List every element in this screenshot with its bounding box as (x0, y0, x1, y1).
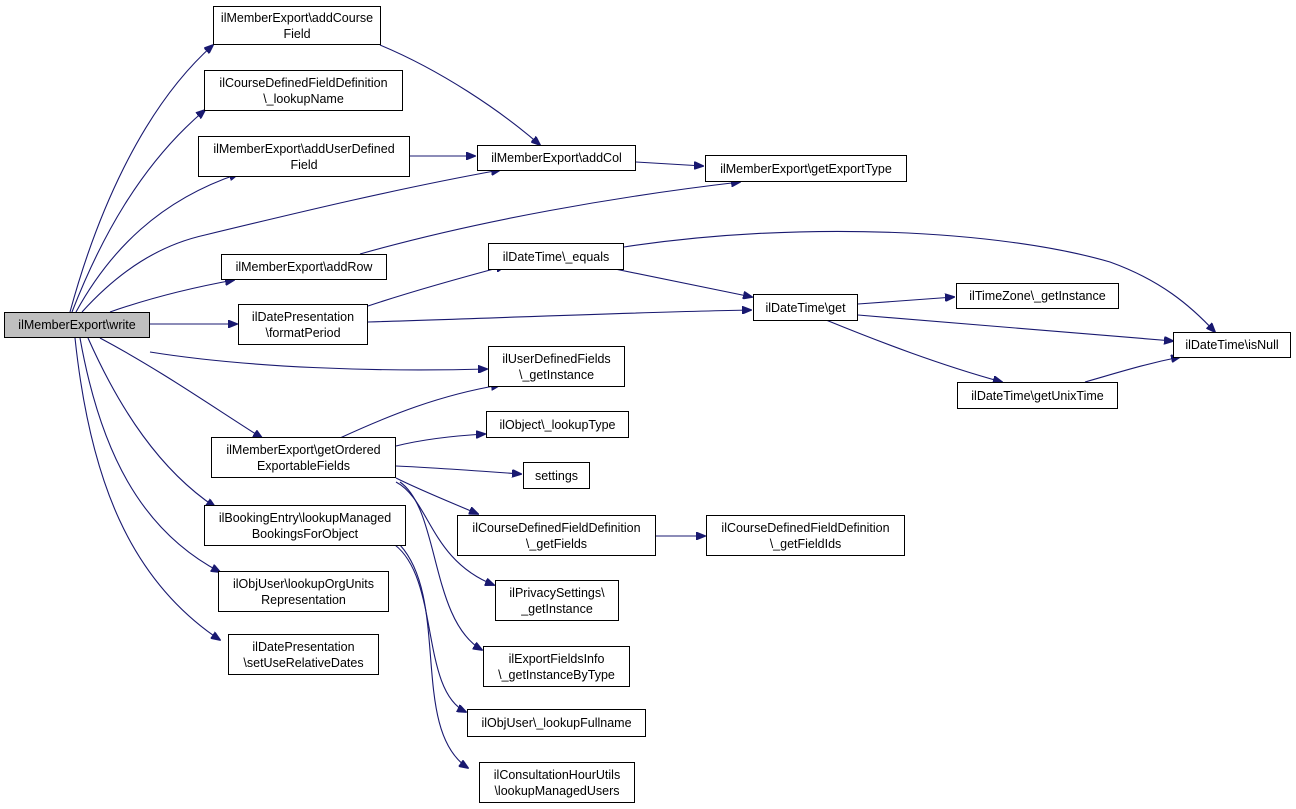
edge-getOrdered-udfGetInstance (339, 385, 500, 439)
edge-write-addCourseField (69, 45, 213, 313)
edge-dtGet-tzGetInstance (857, 297, 954, 305)
node-write[interactable]: ilMemberExport\write (4, 312, 150, 338)
edge-getOrdered-exportFields (399, 481, 482, 650)
node-label: ilDateTime\isNull (1185, 338, 1279, 352)
edge-write-getOrdered (99, 337, 262, 438)
node-label: ilExportFieldsInfo \_getInstanceByType (498, 651, 615, 682)
node-lookupFullname[interactable]: ilObjUser\_lookupFullname (467, 709, 646, 737)
edge-getOrdered-settings (395, 465, 521, 474)
edge-bookingLookup-lookupFullname (394, 544, 466, 712)
edge-write-bookingLookup (87, 337, 215, 507)
edge-dtEquals-dtIsNull (623, 230, 1215, 332)
node-label: ilCourseDefinedFieldDefinition \_getFiel… (721, 520, 890, 551)
node-label: ilDateTime\getUnixTime (971, 388, 1104, 403)
node-privacy[interactable]: ilPrivacySettings\ _getInstance (495, 580, 619, 621)
node-label: ilMemberExport\addCol (491, 151, 622, 165)
node-label: ilMemberExport\getExportType (720, 161, 892, 176)
node-cdfLookupName[interactable]: ilCourseDefinedFieldDefinition \_lookupN… (204, 70, 403, 111)
edge-getOrdered-cdfGetFields (395, 477, 478, 514)
node-label: ilMemberExport\getOrdered ExportableFiel… (226, 442, 381, 473)
edge-getOrdered-privacy (395, 481, 494, 585)
edge-write-addCol (81, 170, 500, 313)
node-addUserDefinedField[interactable]: ilMemberExport\addUserDefined Field (198, 136, 410, 177)
node-label: ilDatePresentation \formatPeriod (251, 309, 355, 340)
node-label: ilBookingEntry\lookupManaged BookingsFor… (218, 510, 392, 541)
node-orgUnits[interactable]: ilObjUser\lookupOrgUnits Representation (218, 571, 389, 612)
edge-bookingLookup-consultation (399, 544, 468, 768)
node-label: ilDatePresentation \setUseRelativeDates (243, 639, 364, 670)
edge-dtGet-dtGetUnixTime (825, 319, 1002, 382)
node-label: ilMemberExport\addRow (235, 260, 373, 274)
node-label: ilMemberExport\addUserDefined Field (213, 141, 395, 172)
node-tzGetInstance[interactable]: ilTimeZone\_getInstance (956, 283, 1119, 309)
node-bookingLookup[interactable]: ilBookingEntry\lookupManaged BookingsFor… (204, 505, 406, 546)
node-label: ilDateTime\get (765, 300, 846, 315)
node-label: ilCourseDefinedFieldDefinition \_getFiel… (472, 520, 641, 551)
node-addCol[interactable]: ilMemberExport\addCol (477, 145, 636, 171)
node-label: ilMemberExport\write (18, 318, 136, 332)
node-settings[interactable]: settings (523, 462, 590, 489)
edge-formatPeriod-dtEquals (367, 266, 505, 307)
node-label: ilObject\_lookupType (499, 417, 616, 432)
node-addRow[interactable]: ilMemberExport\addRow (221, 254, 387, 280)
node-getExportType[interactable]: ilMemberExport\getExportType (705, 155, 907, 182)
node-udfGetInstance[interactable]: ilUserDefinedFields \_getInstance (488, 346, 625, 387)
node-getOrdered[interactable]: ilMemberExport\getOrdered ExportableFiel… (211, 437, 396, 478)
node-label: settings (534, 468, 579, 483)
edge-dtEquals-dtGet (609, 267, 752, 297)
edge-addRow-getExportType (359, 182, 740, 255)
edge-dtGet-dtIsNull (857, 314, 1173, 341)
edge-write-relDates (74, 337, 220, 640)
node-dtGet[interactable]: ilDateTime\get (753, 294, 858, 321)
node-dtGetUnixTime[interactable]: ilDateTime\getUnixTime (957, 382, 1118, 409)
node-label: ilUserDefinedFields \_getInstance (502, 351, 611, 382)
node-label: ilTimeZone\_getInstance (969, 289, 1106, 303)
node-label: ilObjUser\_lookupFullname (481, 716, 632, 730)
node-cdfGetFields[interactable]: ilCourseDefinedFieldDefinition \_getFiel… (457, 515, 656, 556)
edge-dtGetUnixTime-dtIsNull (1084, 357, 1180, 383)
node-consultation[interactable]: ilConsultationHourUtils \lookupManagedUs… (479, 762, 635, 803)
node-label: ilCourseDefinedFieldDefinition \_lookupN… (219, 75, 388, 106)
node-label: ilPrivacySettings\ _getInstance (509, 585, 605, 616)
edge-formatPeriod-dtGet (367, 310, 751, 323)
node-cdfGetFieldIds[interactable]: ilCourseDefinedFieldDefinition \_getFiel… (706, 515, 905, 556)
node-objLookupType[interactable]: ilObject\_lookupType (486, 411, 629, 438)
edge-write-cdfLookupName (71, 110, 205, 313)
node-label: ilObjUser\lookupOrgUnits Representation (232, 576, 375, 607)
node-relDates[interactable]: ilDatePresentation \setUseRelativeDates (228, 634, 379, 675)
edge-write-addUserDefinedField (75, 174, 238, 313)
node-label: ilConsultationHourUtils \lookupManagedUs… (493, 767, 621, 798)
edge-addCourseField-addCol (379, 44, 540, 145)
edge-write-udfGetInstance (149, 351, 487, 370)
edge-write-orgUnits (79, 337, 220, 572)
node-dtEquals[interactable]: ilDateTime\_equals (488, 243, 624, 270)
node-label: ilMemberExport\addCourse Field (220, 10, 374, 41)
node-formatPeriod[interactable]: ilDatePresentation \formatPeriod (238, 304, 368, 345)
node-exportFields[interactable]: ilExportFieldsInfo \_getInstanceByType (483, 646, 630, 687)
edge-getOrdered-objLookupType (395, 434, 485, 447)
edge-addCol-getExportType (635, 161, 703, 166)
edge-write-addRow (109, 280, 234, 313)
node-label: ilDateTime\_equals (502, 249, 610, 264)
node-addCourseField[interactable]: ilMemberExport\addCourse Field (213, 6, 381, 45)
node-dtIsNull[interactable]: ilDateTime\isNull (1173, 332, 1291, 358)
